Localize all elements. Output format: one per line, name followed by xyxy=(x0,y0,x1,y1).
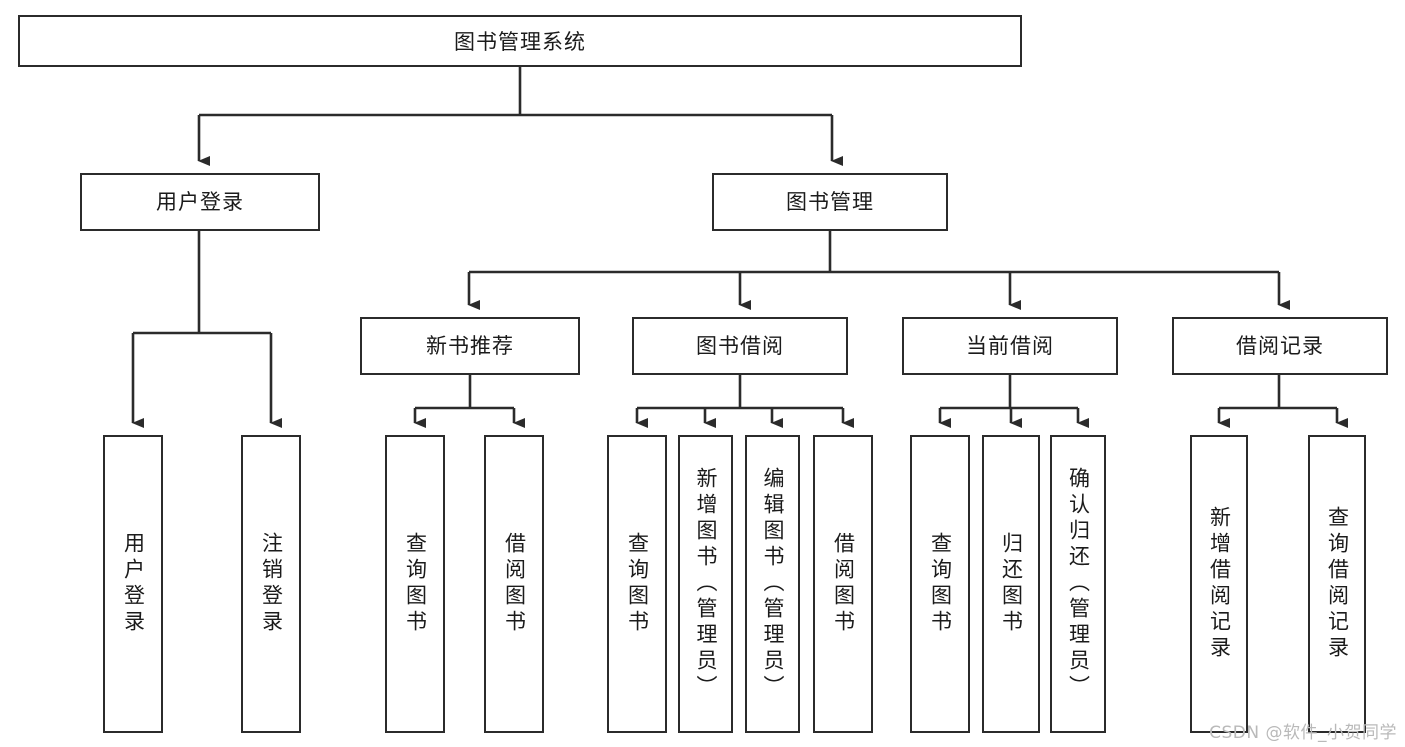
watermark-text: CSDN @软件_小贺同学 xyxy=(1209,723,1397,743)
node-leaf-borrow-book-rec[interactable]: 借阅图书 xyxy=(484,435,544,733)
node-leaf-return-book[interactable]: 归还图书 xyxy=(982,435,1040,733)
node-new-book-recommend[interactable]: 新书推荐 xyxy=(360,317,580,375)
node-leaf-borrow-book-bw[interactable]: 借阅图书 xyxy=(813,435,873,733)
node-borrow-record[interactable]: 借阅记录 xyxy=(1172,317,1388,375)
node-leaf-user-logout[interactable]: 注销登录 xyxy=(241,435,301,733)
node-book-borrow[interactable]: 图书借阅 xyxy=(632,317,848,375)
node-leaf-confirm-return[interactable]: 确认归还（管理员） xyxy=(1050,435,1106,733)
node-leaf-add-book[interactable]: 新增图书（管理员） xyxy=(678,435,733,733)
node-leaf-user-login[interactable]: 用户登录 xyxy=(103,435,163,733)
node-book-manage[interactable]: 图书管理 xyxy=(712,173,948,231)
node-leaf-query-record[interactable]: 查询借阅记录 xyxy=(1308,435,1366,733)
node-leaf-query-book-cur[interactable]: 查询图书 xyxy=(910,435,970,733)
node-leaf-query-book-rec[interactable]: 查询图书 xyxy=(385,435,445,733)
node-leaf-query-book-bw[interactable]: 查询图书 xyxy=(607,435,667,733)
node-leaf-edit-book[interactable]: 编辑图书（管理员） xyxy=(745,435,800,733)
node-current-borrow[interactable]: 当前借阅 xyxy=(902,317,1118,375)
node-root-system[interactable]: 图书管理系统 xyxy=(18,15,1022,67)
node-user-login[interactable]: 用户登录 xyxy=(80,173,320,231)
node-leaf-add-record[interactable]: 新增借阅记录 xyxy=(1190,435,1248,733)
